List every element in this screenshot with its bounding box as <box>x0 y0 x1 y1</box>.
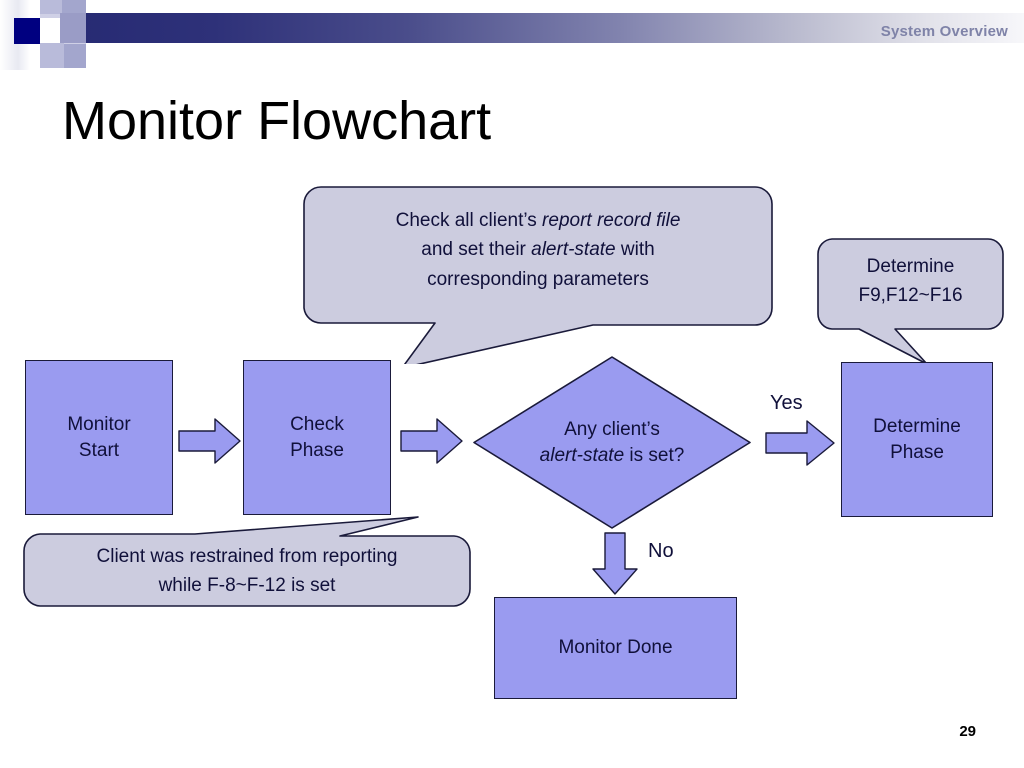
node-determine-phase[interactable]: Determine Phase <box>841 362 993 517</box>
node-check-phase-line2: Phase <box>290 439 344 461</box>
node-check-phase-line1: Check <box>290 413 344 435</box>
header-decor-square-7 <box>62 0 86 14</box>
header-gradient-bar <box>60 13 1024 43</box>
arrow-decision-to-done <box>592 532 638 595</box>
arrow-check-to-decision <box>400 418 463 464</box>
node-monitor-start-label: Monitor Start <box>67 412 130 463</box>
page-title: Monitor Flowchart <box>62 91 492 151</box>
node-check-phase-label: Check Phase <box>290 412 344 463</box>
header-decor-square-overlap <box>60 13 86 43</box>
branch-label-no: No <box>648 540 674 562</box>
page-number: 29 <box>959 723 976 740</box>
callout-check-instructions: Check all client’s report record file an… <box>303 186 773 364</box>
node-monitor-start[interactable]: Monitor Start <box>25 360 173 515</box>
node-monitor-start-line1: Monitor <box>67 413 131 435</box>
header-title: System Overview <box>880 23 1008 40</box>
branch-label-yes: Yes <box>770 392 803 414</box>
node-monitor-done[interactable]: Monitor Done <box>494 597 737 699</box>
callout-client-restrained: Client was restrained from reporting whi… <box>22 516 472 608</box>
node-monitor-done-label: Monitor Done <box>558 637 673 659</box>
node-check-phase[interactable]: Check Phase <box>243 360 391 515</box>
arrow-decision-to-determine <box>765 420 835 466</box>
callout-check-shape <box>303 186 773 364</box>
node-determine-phase-label: Determine Phase <box>873 414 961 465</box>
node-decision-alert-state[interactable]: Any client’s alert-state is set? <box>472 355 752 530</box>
callout-determine-shape <box>817 238 1004 365</box>
arrow-start-to-check <box>178 418 241 464</box>
node-monitor-start-line2: Start <box>78 439 120 461</box>
callout-determine-functions: Determine F9,F12~F16 <box>817 238 1004 366</box>
header-decor-square-8 <box>40 43 64 68</box>
header-decor-square-5 <box>64 44 86 68</box>
node-determine-phase-line1: Determine <box>873 415 961 437</box>
callout-restrained-shape <box>23 516 471 607</box>
slide-header: System Overview <box>0 0 1024 70</box>
header-decor-square-6 <box>40 0 62 14</box>
decision-diamond-shape <box>473 356 751 529</box>
header-decor-square-navy-top <box>14 18 40 44</box>
node-determine-phase-line2: Phase <box>890 441 944 463</box>
